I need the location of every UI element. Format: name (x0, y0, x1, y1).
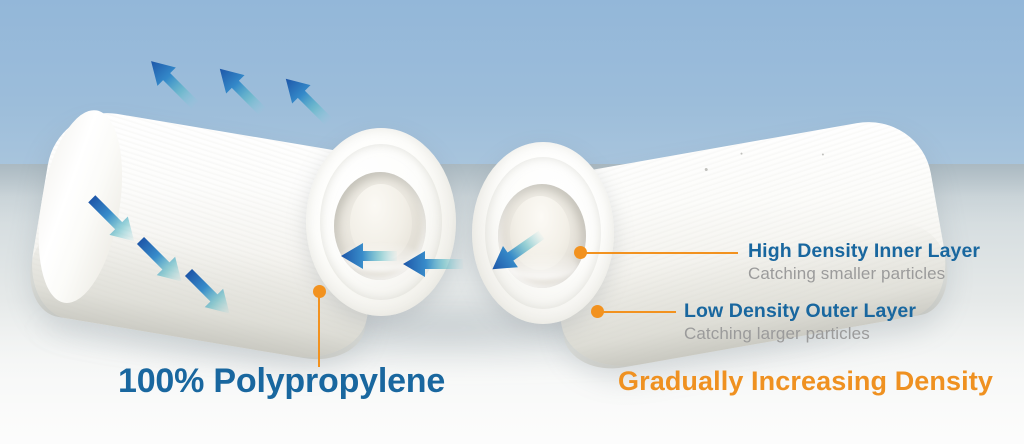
callout-leader-low-density (603, 311, 676, 313)
right-core-flow-arrow (485, 224, 549, 280)
left-inflow-arrow-3 (179, 263, 238, 322)
right-cartridge-bore (498, 184, 586, 288)
callout-title-low-density: Low Density Outer Layer (684, 300, 917, 322)
callout-subtitle-high-density: Catching smaller particles (748, 264, 946, 284)
left-inflow-arrow-2 (131, 231, 190, 290)
top-inflow-arrow-3 (277, 70, 338, 131)
callout-leader-material (318, 297, 320, 367)
left-cartridge-end-face (306, 128, 456, 316)
top-inflow-arrow-1 (142, 52, 204, 114)
right-filter-cartridge (470, 108, 990, 377)
material-label: 100% Polypropylene (118, 362, 446, 400)
callout-leader-high-density (586, 252, 738, 254)
callout-high-density-inner-layer: High Density Inner Layer Catching smalle… (748, 240, 980, 285)
callout-low-density-outer-layer: Low Density Outer Layer Catching larger … (684, 300, 916, 345)
callout-dot-low-density[interactable] (591, 305, 604, 318)
callout-title-high-density: High Density Inner Layer (748, 240, 981, 262)
callout-subtitle-low-density: Catching larger particles (684, 324, 870, 344)
left-inflow-arrow-1 (83, 190, 144, 251)
inter-tube-flow-arrow (403, 251, 463, 277)
callout-dot-high-density[interactable] (574, 246, 587, 259)
density-label: Gradually Increasing Density (618, 366, 993, 396)
callout-dot-material[interactable] (313, 285, 326, 298)
left-core-flow-arrow (341, 243, 397, 269)
top-inflow-arrow-2 (211, 60, 272, 121)
right-cartridge-end-face (472, 142, 614, 324)
